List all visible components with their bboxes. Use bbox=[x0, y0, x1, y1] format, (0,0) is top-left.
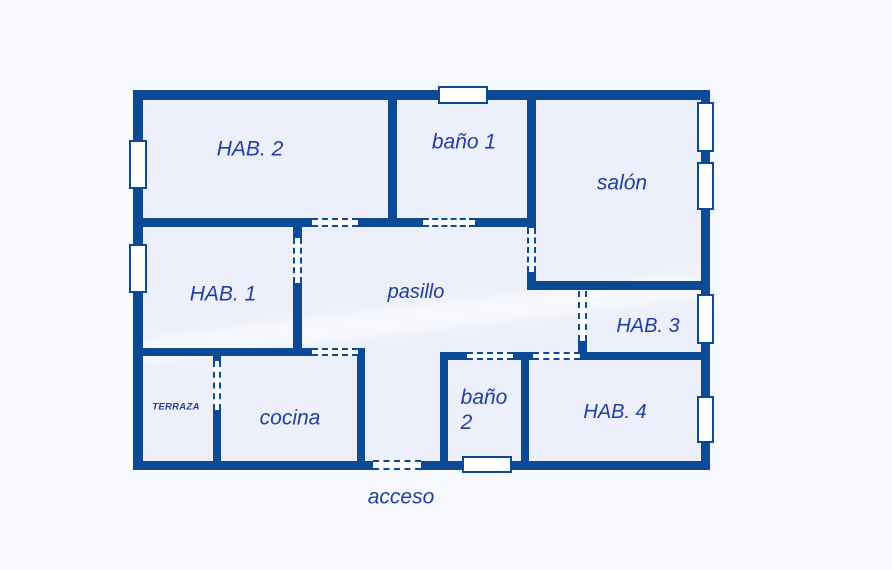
room-label-bano-2: baño 2 bbox=[460, 386, 508, 434]
wall-salon-left-low bbox=[527, 272, 536, 282]
room-label-cocina: cocina bbox=[259, 406, 321, 430]
wall-hab1-right-top bbox=[293, 227, 302, 238]
wall-bano1-bottom bbox=[475, 218, 536, 227]
room-label-terraza: TERRAZA bbox=[152, 401, 200, 413]
wall-terraza-div-top bbox=[213, 356, 221, 362]
wall-terraza-div-low bbox=[213, 410, 221, 461]
room-label-pasillo: pasillo bbox=[387, 281, 445, 304]
wall-bano2-top-seg bbox=[448, 352, 467, 360]
window-salon-right-1 bbox=[697, 102, 714, 152]
room-label-hab-1: HAB. 1 bbox=[189, 282, 257, 306]
wall-hab1-bottom bbox=[133, 348, 312, 356]
room-label-acceso: acceso bbox=[367, 485, 435, 509]
room-label-hab-3: HAB. 3 bbox=[616, 315, 680, 338]
wall-salon-left-top bbox=[527, 100, 536, 228]
window-hab4-right bbox=[697, 396, 714, 443]
wall-hab3-left-stub bbox=[578, 341, 587, 356]
window-hab3-right bbox=[697, 294, 714, 344]
room-label-salon: salón bbox=[596, 171, 648, 195]
room-label-hab-4: HAB. 4 bbox=[583, 401, 647, 424]
door-opening-hab2 bbox=[312, 218, 358, 227]
window-hab1-left bbox=[129, 244, 147, 293]
wall-hab3-bottom bbox=[580, 352, 701, 360]
door-opening-acceso-entry bbox=[373, 460, 421, 470]
wall-hab4-top-seg bbox=[529, 352, 533, 360]
window-bano1-top bbox=[438, 86, 488, 104]
wall-outer-right bbox=[701, 90, 710, 470]
wall-hab2-bano1-div bbox=[388, 100, 397, 227]
wall-cocina-top-stub bbox=[358, 348, 365, 356]
door-opening-hab4 bbox=[533, 352, 580, 360]
door-opening-hab3 bbox=[578, 291, 587, 341]
door-opening-bano1 bbox=[423, 218, 475, 227]
wall-outer-top bbox=[133, 90, 710, 100]
wall-bano2-top-seg2 bbox=[513, 352, 521, 360]
window-hab2-left bbox=[129, 140, 147, 189]
window-bano2-bottom bbox=[462, 456, 512, 473]
wall-bano2-right bbox=[521, 352, 529, 461]
window-salon-right-2 bbox=[697, 162, 714, 210]
wall-cocina-right bbox=[357, 356, 365, 461]
door-opening-bano2 bbox=[467, 352, 513, 360]
door-opening-hab1 bbox=[293, 238, 302, 283]
wall-outer-bottom bbox=[133, 461, 710, 470]
door-opening-pasillo-cocina bbox=[312, 348, 358, 356]
wall-hab2-bottom-1 bbox=[143, 218, 312, 227]
wall-salon-bottom bbox=[527, 281, 710, 290]
door-opening-salon bbox=[527, 228, 536, 272]
door-opening-terraza bbox=[213, 361, 221, 410]
room-label-hab-2: HAB. 2 bbox=[216, 137, 284, 161]
room-label-bano-1: baño 1 bbox=[431, 130, 497, 154]
wall-bano2-left bbox=[440, 352, 448, 461]
wall-hab1-right-low bbox=[293, 283, 302, 350]
